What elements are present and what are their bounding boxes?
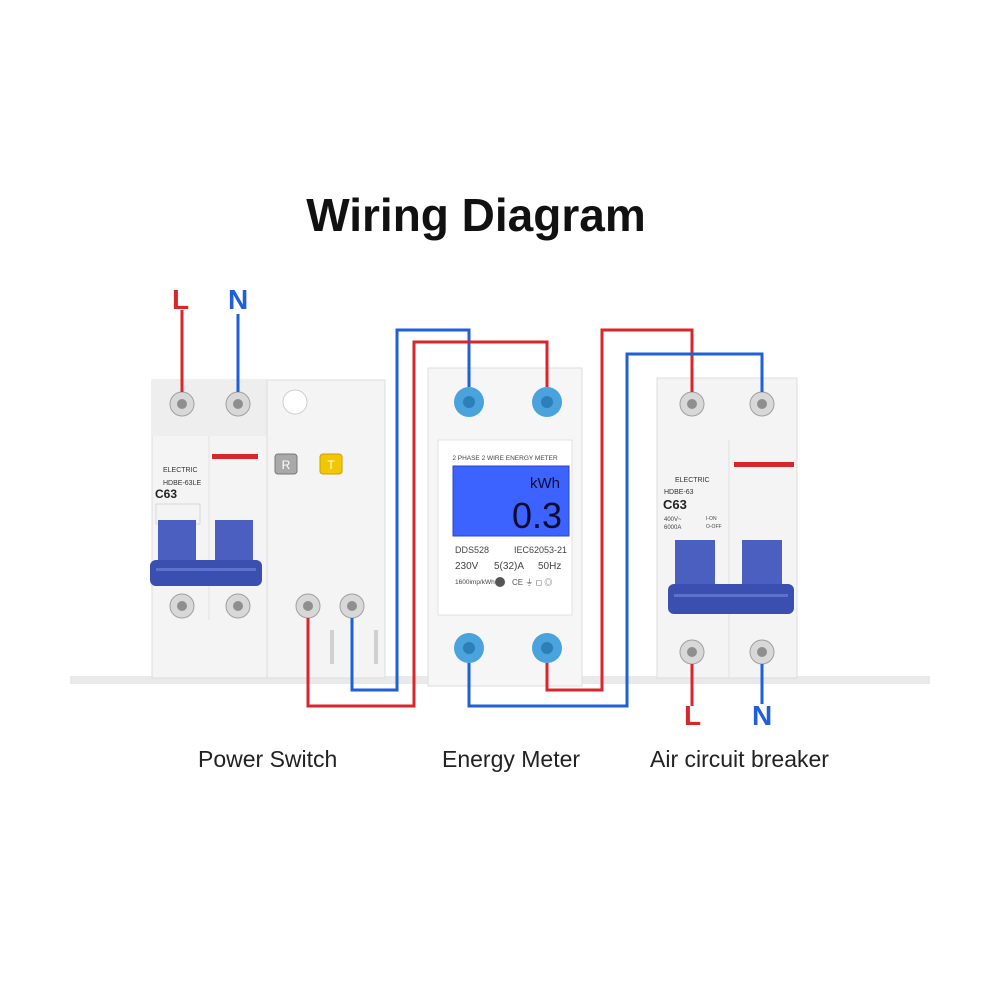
screw-head xyxy=(233,399,243,409)
screw-head xyxy=(303,601,313,611)
meter-standard: IEC62053-21 xyxy=(514,545,567,555)
handle-highlight xyxy=(156,568,256,571)
handle-upper xyxy=(742,540,782,588)
output-prong xyxy=(374,630,378,664)
air-breaker-model: HDBE-63 xyxy=(664,489,694,496)
output-live-label: L xyxy=(684,700,702,731)
handle-upper xyxy=(158,520,196,564)
reset-button[interactable] xyxy=(274,453,298,475)
handle-upper xyxy=(675,540,715,588)
terminal-screw xyxy=(541,642,553,654)
power-switch: ELECTRIC HDBE-63LE C63 R T xyxy=(150,379,386,679)
indicator-window xyxy=(282,389,308,415)
meter-header: 2 PHASE 2 WIRE ENERGY METER xyxy=(452,455,558,462)
power-switch-brand: ELECTRIC xyxy=(163,467,198,474)
status-bar xyxy=(212,454,258,459)
terminal-screw xyxy=(463,642,475,654)
air-circuit-breaker: ELECTRIC HDBE-63 C63 400V~ 6000A I-ON O-… xyxy=(656,377,798,679)
screw-head xyxy=(233,601,243,611)
meter-model: DDS528 xyxy=(455,545,489,555)
status-bar xyxy=(734,462,794,467)
wires xyxy=(180,310,764,708)
air-breaker-spec-current: 6000A xyxy=(664,525,681,531)
energy-meter-caption: Energy Meter xyxy=(442,746,581,772)
air-breaker-body xyxy=(656,377,798,679)
breaker-handle[interactable] xyxy=(668,584,794,614)
test-button-label: T xyxy=(327,458,335,472)
screw-head xyxy=(177,601,187,611)
power-switch-caption: Power Switch xyxy=(198,746,338,772)
output-neutral-label: N xyxy=(752,700,773,731)
air-breaker-caption: Air circuit breaker xyxy=(650,746,829,772)
lcd-reading: 0.3 xyxy=(512,495,562,536)
lcd-unit: kWh xyxy=(530,475,560,492)
certification-icons: CE ⏚ ◻ ◎ xyxy=(512,578,552,587)
screw-head xyxy=(177,399,187,409)
screw-head xyxy=(687,399,697,409)
output-prong xyxy=(330,630,334,664)
air-breaker-brand: ELECTRIC xyxy=(675,477,710,484)
meter-current: 5(32)A xyxy=(494,561,524,572)
screw-head xyxy=(687,647,697,657)
meter-frequency: 50Hz xyxy=(538,561,561,572)
screw-head xyxy=(347,601,357,611)
screw-head xyxy=(757,399,767,409)
screw-head xyxy=(757,647,767,657)
switch-to-meter-live xyxy=(306,340,549,708)
meter-to-breaker-neutral xyxy=(467,352,764,708)
lcd-display xyxy=(452,465,570,537)
meter-to-breaker-live xyxy=(545,328,694,692)
terminal-screw xyxy=(463,396,475,408)
terminal-screw xyxy=(541,396,553,408)
power-switch-model: HDBE-63LE xyxy=(163,480,201,487)
input-neutral-label: N xyxy=(228,284,249,315)
reset-button-label: R xyxy=(282,458,291,472)
off-label: O-OFF xyxy=(706,524,722,530)
handle-upper xyxy=(215,520,253,564)
handle-highlight xyxy=(674,594,788,597)
meter-voltage: 230V xyxy=(455,561,479,572)
energy-meter: 2 PHASE 2 WIRE ENERGY METER kWh 0.3 DDS5… xyxy=(427,367,583,687)
air-breaker-rating: C63 xyxy=(663,497,687,512)
switch-handle[interactable] xyxy=(150,560,262,586)
on-label: I-ON xyxy=(706,516,717,522)
power-switch-rating: C63 xyxy=(155,487,177,501)
test-button[interactable] xyxy=(319,453,343,475)
switch-to-meter-neutral xyxy=(350,328,471,692)
input-live-label: L xyxy=(172,284,190,315)
pulse-led-icon xyxy=(495,577,505,587)
air-breaker-spec-voltage: 400V~ xyxy=(664,517,682,523)
diagram-title: Wiring Diagram xyxy=(306,189,646,241)
meter-constant: 1600imp/kWh xyxy=(455,579,495,586)
